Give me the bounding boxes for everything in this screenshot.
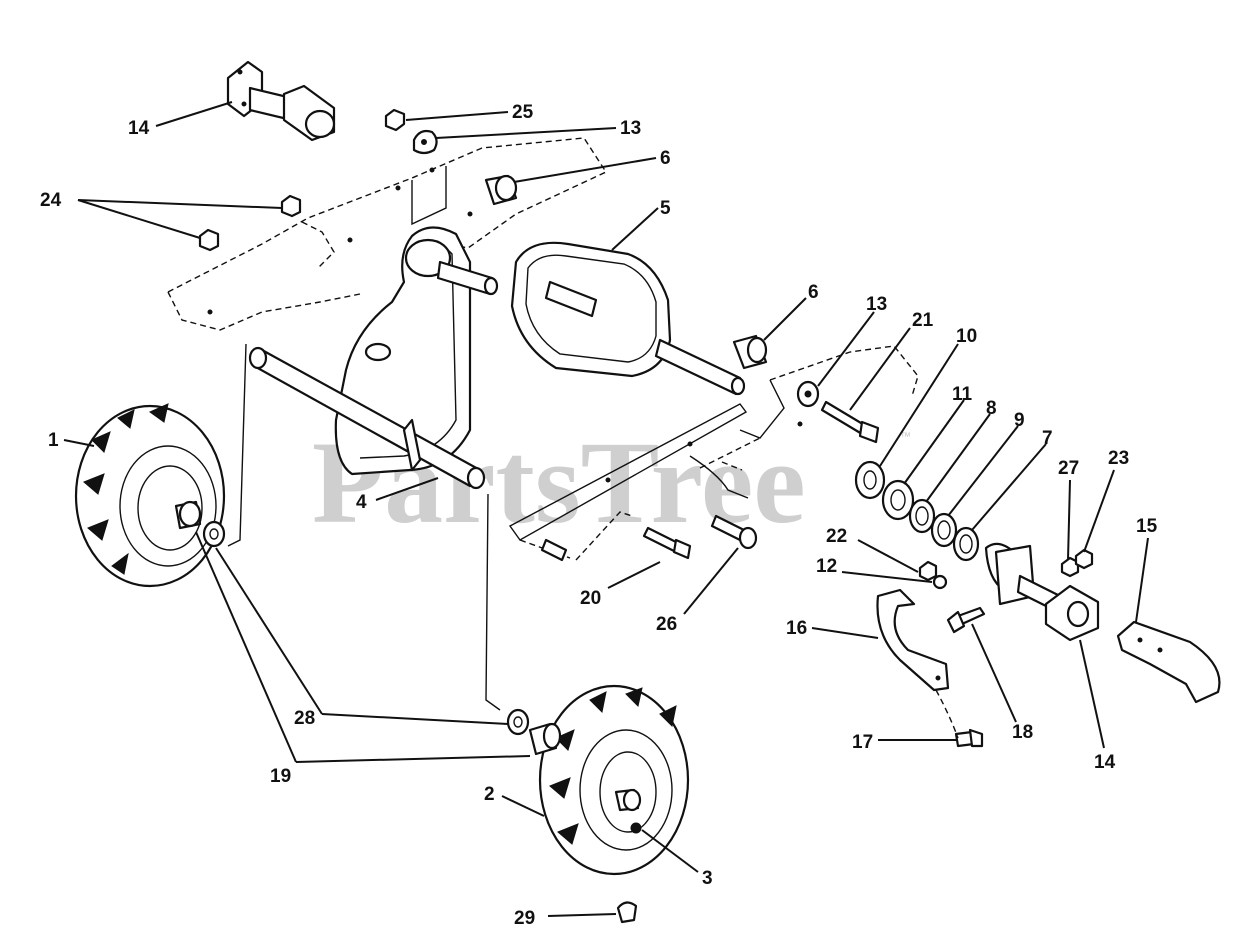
part-16-bracket[interactable] (876, 588, 950, 692)
part-4-axle-shaft[interactable] (248, 346, 486, 490)
part-18-bolt[interactable] (946, 606, 986, 634)
callout-27: 27 (1058, 458, 1079, 479)
part-28-washer-left[interactable] (202, 520, 226, 548)
leader-lines (63, 101, 1149, 917)
callout-17: 17 (852, 732, 873, 753)
callout-22: 22 (826, 526, 847, 547)
part-9-washer[interactable] (930, 512, 958, 548)
part-10-washer[interactable] (854, 460, 886, 500)
bracket-dash (575, 511, 633, 561)
part-13-bushing-mid[interactable] (796, 380, 820, 408)
callout-26: 26 (656, 614, 677, 635)
part-6-spacer-mid[interactable] (732, 334, 768, 370)
pin-dash (721, 461, 743, 471)
part-6-spacer-top[interactable] (484, 174, 518, 206)
part-2-wheel-right[interactable] (538, 684, 690, 876)
part-20-bolt[interactable] (642, 526, 692, 560)
callout-5: 5 (660, 198, 671, 219)
pin-small[interactable] (540, 538, 568, 562)
callout-28: 28 (294, 708, 315, 729)
callout-14-top: 14 (128, 118, 150, 139)
part-21-bolt[interactable] (820, 400, 880, 444)
part-1-wheel-left[interactable] (74, 403, 226, 588)
part-8-washer[interactable] (908, 498, 936, 534)
frame-plate-top (167, 137, 608, 331)
axle-route-right (485, 493, 501, 711)
part-24-nut-a[interactable] (280, 194, 302, 218)
callout-7: 7 (1042, 428, 1053, 449)
callout-4: 4 (356, 492, 367, 513)
callout-12: 12 (816, 556, 837, 577)
part-7-washer[interactable] (952, 526, 980, 562)
part-17-bolt[interactable] (954, 728, 984, 748)
callout-18: 18 (1012, 722, 1033, 743)
part-28-washer-right[interactable] (506, 708, 530, 736)
pin-detail (689, 455, 749, 499)
callout-13-mid: 13 (866, 294, 887, 315)
part-5-chain-case[interactable] (510, 241, 746, 396)
part-15-scraper-bar[interactable] (1116, 620, 1221, 704)
callout-24: 24 (40, 190, 62, 211)
part-23-nut[interactable] (1074, 548, 1094, 570)
part-24-nut-b[interactable] (198, 228, 220, 252)
callout-11: 11 (952, 384, 973, 405)
callout-19: 19 (270, 766, 291, 787)
callout-15: 15 (1136, 516, 1158, 537)
callout-8: 8 (986, 398, 997, 419)
bolt-17-guide (935, 689, 959, 739)
callout-labels: 14 25 13 6 24 5 6 13 21 10 11 8 9 7 1 4 … (40, 102, 1158, 929)
part-19-spacer[interactable] (528, 722, 562, 756)
callout-25: 25 (512, 102, 534, 123)
part-11-washer[interactable] (881, 479, 915, 521)
callout-2: 2 (484, 784, 495, 805)
callout-23: 23 (1108, 448, 1129, 469)
callout-16: 16 (786, 618, 807, 639)
part-25-nut[interactable] (384, 108, 406, 132)
callout-10: 10 (956, 326, 977, 347)
callout-6-mid: 6 (808, 282, 819, 303)
part-27-nut[interactable] (1060, 556, 1080, 578)
trademark-mark: ™ (900, 431, 911, 443)
part-12-washer-small[interactable] (932, 574, 948, 590)
callout-3: 3 (702, 868, 713, 889)
part-14-top-hub[interactable] (226, 60, 336, 142)
part-13-bushing-top[interactable] (412, 129, 438, 155)
part-26-bolt[interactable] (710, 514, 758, 550)
gearbox-input-shaft[interactable] (436, 260, 499, 296)
callout-1: 1 (48, 430, 59, 451)
callout-14-bottom: 14 (1094, 752, 1116, 773)
callout-21: 21 (912, 310, 934, 331)
part-14-bottom-hub[interactable] (984, 542, 1100, 642)
callout-20: 20 (580, 588, 601, 609)
part-22-nut[interactable] (918, 560, 938, 582)
callout-29: 29 (514, 908, 535, 929)
callout-13-top: 13 (620, 118, 641, 139)
callout-6-top: 6 (660, 148, 671, 169)
part-29-clip[interactable] (616, 901, 638, 924)
callout-9: 9 (1014, 410, 1025, 431)
axle-route-left (227, 343, 247, 547)
